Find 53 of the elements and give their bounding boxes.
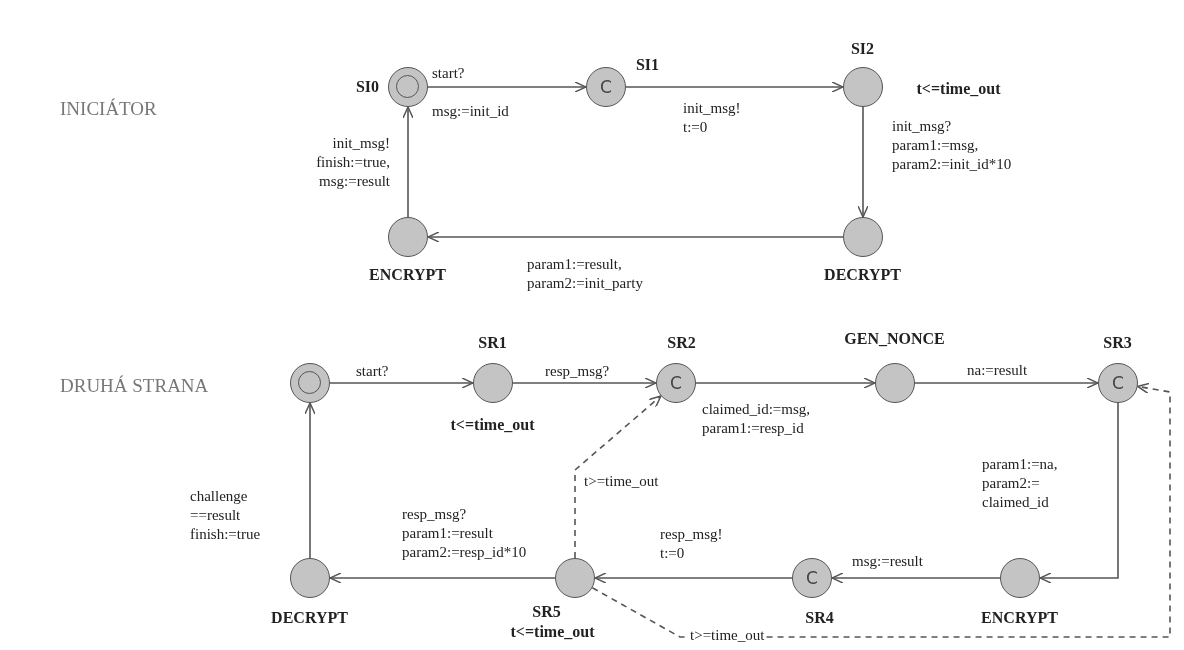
transition-arrow [831,572,1001,584]
invariant-label: t<=time_out [916,78,1001,99]
location-name: DECRYPT [271,607,348,628]
automaton-label: DRUHÁ STRANA [60,374,209,398]
location-name: SI0 [355,76,380,97]
transition-arrow [857,106,869,218]
edge-label: na:=result [967,361,1028,380]
automaton-label: INICIÁTOR [60,97,157,121]
edge-label: init_msg! finish:=true, msg:=result [315,134,390,191]
edge-label: init_msg! t:=0 [683,99,742,137]
edge-label: param1:=na, param2:= claimed_id [982,455,1059,512]
location-name: GEN_NONCE [844,328,945,349]
edge-label: msg:=result [852,552,923,571]
transition-arrow [594,572,793,584]
edge-label: init_msg? param1:=msg, param2:=init_id*10 [892,117,1013,174]
committed-mark: C [670,374,682,392]
transition-arrow [402,106,414,218]
edge-label: resp_msg? [545,362,610,381]
transition-arrow [304,402,316,559]
committed-mark: C [600,78,612,96]
dashed-transition-arrow [574,395,662,559]
invariant-label: t<=time_out [510,621,595,642]
transition-arrow [329,377,474,389]
transition-arrow [625,81,844,93]
location-name: ENCRYPT [981,607,1058,628]
edge-label: challenge ==result finish:=true [190,487,262,544]
location-name: SR3 [1103,332,1132,353]
edge-label: param1:=result, param2:=init_party [527,255,644,293]
edge-label: claimed_id:=msg, param1:=resp_id [702,400,812,438]
location-name: SI2 [850,38,875,59]
transition-arrow [427,81,587,93]
location-name: ENCRYPT [369,264,446,285]
transition-arrow [695,377,876,389]
edge-label: start? msg:=init_id [432,64,510,121]
transition-arrow [329,572,556,584]
location-name: DECRYPT [824,264,901,285]
location-name: SR1 [478,332,507,353]
transition-arrow [914,377,1099,389]
committed-mark: C [1112,374,1124,392]
transition-arrow [1039,402,1119,584]
edge-label: start? [356,362,389,381]
location-name: SR4 [805,607,834,628]
committed-mark: C [806,569,818,587]
location-name: SI1 [635,54,660,75]
edge-label: resp_msg! t:=0 [660,525,724,563]
transition-arrow [427,231,844,243]
location-name: SR5 [532,601,561,622]
edge-label: t>=time_out [584,472,659,491]
invariant-label: t<=time_out [450,414,535,435]
transition-arrow [512,377,657,389]
edge-label: resp_msg? param1:=result param2:=resp_id*10 [402,505,528,562]
dashed-transition-arrow [591,382,1171,638]
location-name: SR2 [667,332,696,353]
